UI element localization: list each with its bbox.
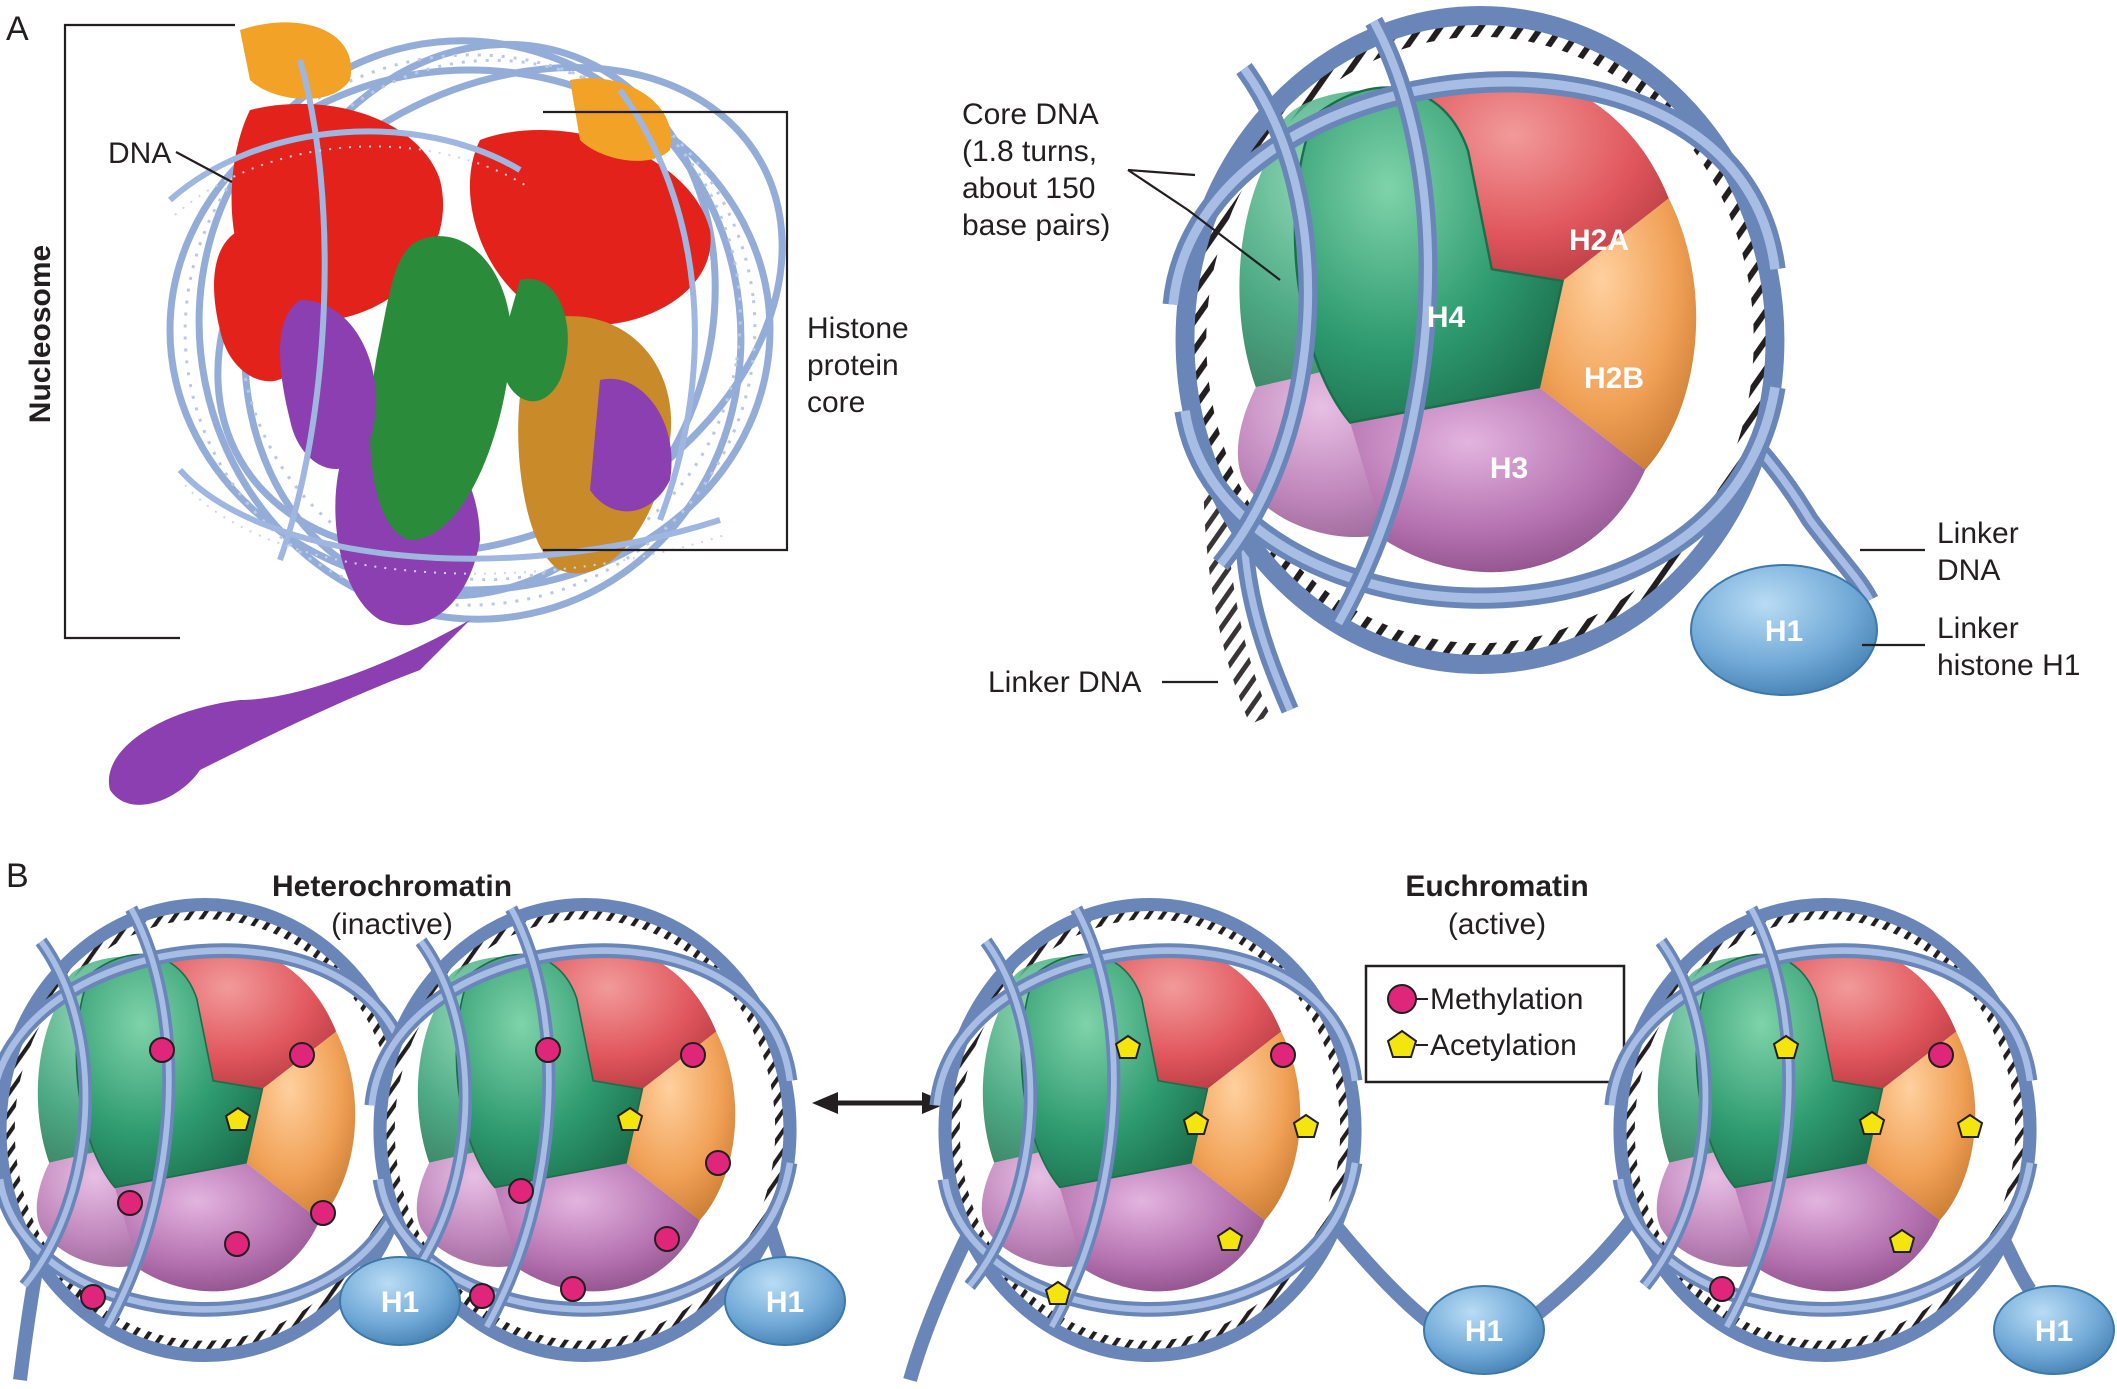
heterochromatin-subtitle: (inactive) (331, 908, 453, 941)
svg-text:H1: H1 (381, 1286, 419, 1319)
h1-histone (1690, 564, 1878, 696)
h2a-label: H2A (1569, 224, 1629, 257)
euchromatin-subtitle: (active) (1448, 908, 1546, 941)
core-dna-label: Core DNA (1.8 turns, about 150 base pair… (962, 98, 1110, 242)
h4-label: H4 (1427, 301, 1466, 334)
h2b-label: H2B (1584, 362, 1644, 395)
molecular-model (108, 22, 786, 805)
heterochromatin-h1-1: H1 (339, 1256, 461, 1346)
euchromatin-acetylation-marks (1044, 1034, 1984, 1305)
nucleosome-bracket (63, 23, 235, 640)
euchromatin-h1-1: H1 (1423, 1285, 1545, 1375)
heterochromatin-acetylation-marks (224, 1106, 644, 1131)
linker-dna-right-label: Linker DNA (1937, 517, 2027, 587)
h3-label: H3 (1490, 452, 1528, 485)
heterochromatin-methylation-marks (80, 1037, 731, 1310)
dna-label: DNA (108, 137, 171, 170)
acetylation-icon (1386, 1029, 1418, 1058)
h1-label: H1 (1765, 615, 1803, 648)
svg-text:H1: H1 (766, 1286, 804, 1319)
euchromatin-methylation-marks (1270, 1042, 1954, 1302)
legend-acetylation-label: Acetylation (1430, 1029, 1577, 1062)
euchromatin-nucleosome-2 (1612, 905, 2030, 1356)
modification-legend: Methylation Acetylation (1364, 964, 1626, 1084)
svg-text:H1: H1 (1465, 1315, 1503, 1348)
panel-b-letter: B (6, 857, 29, 895)
svg-text:H1: H1 (2035, 1315, 2073, 1348)
dna-leader (175, 151, 233, 183)
histone-core-label: Histone protein core (807, 312, 917, 419)
linker-histone-label: Linker histone H1 (1937, 612, 2080, 682)
nucleosome-label: Nucleosome (24, 245, 57, 423)
euchromatin-h1-2: H1 (1993, 1285, 2115, 1375)
core-dna-leader-2 (1127, 169, 1281, 281)
nucleosome-diagram (1173, 15, 1879, 725)
panel-a-letter: A (6, 10, 29, 48)
euchromatin-title: Euchromatin (1405, 870, 1588, 903)
equilibrium-arrow (812, 1092, 948, 1114)
heterochromatin-h1-2: H1 (724, 1256, 846, 1346)
core-dna-leader-1 (1127, 168, 1196, 177)
legend-methylation-label: Methylation (1430, 983, 1583, 1016)
methylation-icon (1387, 984, 1417, 1014)
histone-core-bracket (543, 110, 789, 552)
linker-dna-left-label: Linker DNA (988, 666, 1141, 699)
heterochromatin-title: Heterochromatin (272, 870, 512, 903)
